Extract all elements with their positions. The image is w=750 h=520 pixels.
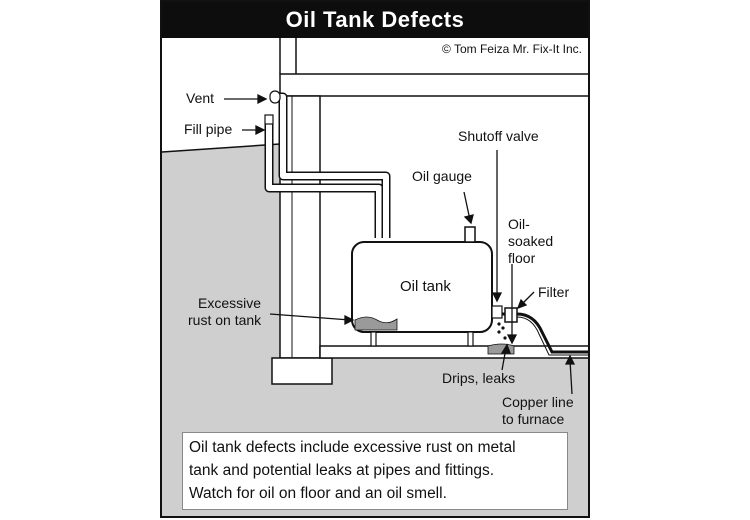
label-oil-soaked-floor-3: floor <box>508 250 536 266</box>
label-copper-line-1: Copper line <box>502 394 574 410</box>
diagram-title: Oil Tank Defects <box>162 2 588 38</box>
oil-tank <box>351 241 493 333</box>
label-oil-tank: Oil tank <box>400 278 451 295</box>
label-copper-line-2: to furnace <box>502 411 565 427</box>
label-vent: Vent <box>186 90 215 106</box>
label-fill-pipe: Fill pipe <box>184 121 233 137</box>
exterior-ground <box>162 144 280 516</box>
label-oil-gauge: Oil gauge <box>412 168 472 184</box>
copper-line <box>516 312 588 354</box>
caption-line-3: Watch for oil on floor and an oil smell. <box>189 485 447 502</box>
oil-gauge <box>464 226 476 243</box>
oil-drips <box>497 322 507 340</box>
label-excessive-rust-1: Excessive <box>198 295 262 311</box>
caption-line-2: tank and potential leaks at pipes and fi… <box>189 462 495 479</box>
caption-box: Oil tank defects include excessive rust … <box>182 432 568 510</box>
label-oil-soaked-floor-2: soaked <box>508 233 554 249</box>
floor-slab <box>319 345 588 359</box>
label-drips-leaks: Drips, leaks <box>442 370 516 386</box>
label-shutoff-valve: Shutoff valve <box>458 128 539 144</box>
ceiling-joist <box>279 73 588 97</box>
label-filter: Filter <box>538 284 570 300</box>
label-excessive-rust-2: rust on tank <box>188 312 262 328</box>
shutoff-valve <box>491 305 503 319</box>
caption-line-1: Oil tank defects include excessive rust … <box>189 439 516 456</box>
label-oil-soaked-floor-1: Oil- <box>508 216 530 232</box>
rust-patch <box>354 316 398 331</box>
footing <box>271 357 333 385</box>
copyright-credit: © Tom Feiza Mr. Fix-It Inc. <box>442 42 582 56</box>
oil-filter <box>504 307 518 323</box>
illustration-frame: Oil Tank Defects © Tom Feiza Mr. Fix-It … <box>160 0 590 518</box>
